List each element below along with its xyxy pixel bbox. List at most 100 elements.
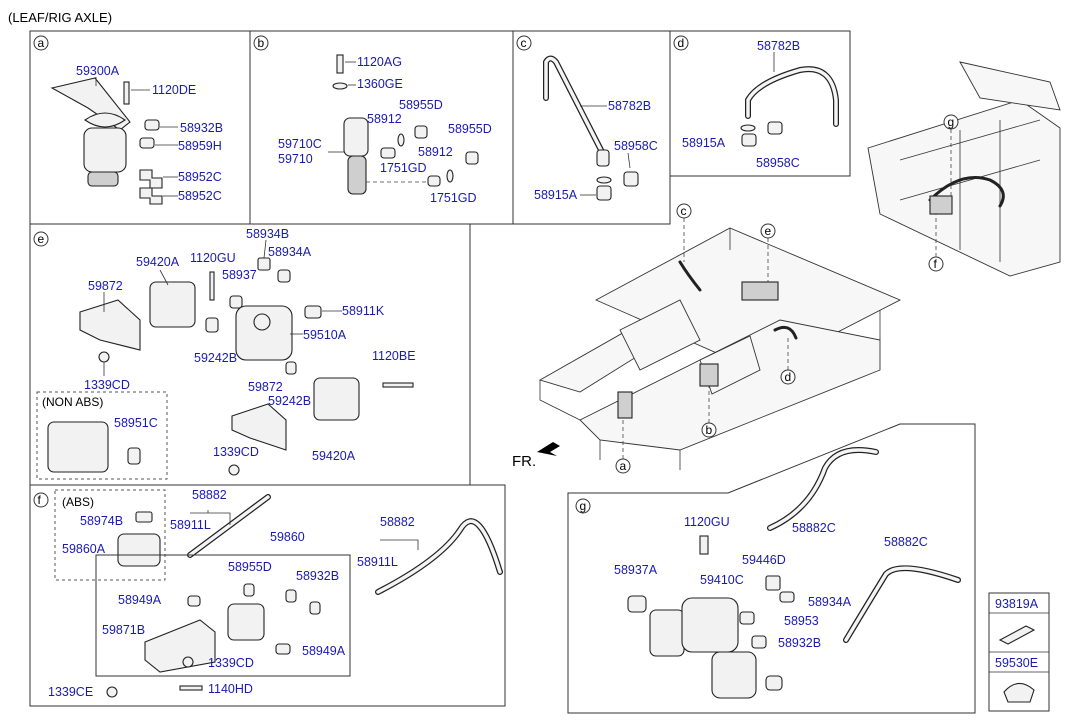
label-59446d: 59446D bbox=[742, 553, 786, 567]
callout-a-letter: a bbox=[620, 459, 627, 473]
label-59300a: 59300A bbox=[76, 64, 120, 78]
label-58932b-g: 58932B bbox=[778, 636, 821, 650]
elbow-58949a-1 bbox=[187, 595, 201, 607]
label-58958c-c: 58958C bbox=[614, 139, 658, 153]
elbow-58949a-2 bbox=[275, 643, 291, 655]
label-58911l-2: 58911L bbox=[357, 555, 398, 569]
bracket-59871b bbox=[144, 619, 216, 673]
bolt-1120be bbox=[382, 382, 414, 388]
label-58974b: 58974B bbox=[80, 514, 123, 528]
section-d-marker bbox=[673, 35, 689, 51]
fitting-58958c-d bbox=[767, 121, 783, 135]
valve-g-3 bbox=[711, 651, 757, 699]
section-c-letter: c bbox=[521, 36, 527, 50]
valve-top bbox=[84, 112, 126, 128]
fitting-58937a bbox=[627, 595, 647, 613]
chassis-rear-section bbox=[867, 99, 1061, 277]
fitting-58912-2 bbox=[427, 175, 441, 187]
label-59530e: 59530E bbox=[995, 656, 1038, 670]
section-b-marker bbox=[253, 35, 269, 51]
label-59242b-1: 59242B bbox=[194, 351, 237, 365]
label-59410c: 59410C bbox=[700, 573, 744, 587]
section-a-marker bbox=[33, 35, 49, 51]
label-58951c: 58951C bbox=[114, 416, 158, 430]
label-59872-1: 59872 bbox=[88, 279, 123, 293]
label-58949a-2: 58949A bbox=[302, 644, 346, 658]
label-58911k: 58911K bbox=[342, 304, 385, 318]
label-58932b-f: 58932B bbox=[296, 569, 339, 583]
valve-58951c bbox=[47, 421, 109, 473]
valve-59420a-1 bbox=[149, 281, 196, 328]
label-58949a-1: 58949A bbox=[118, 593, 162, 607]
callout-f-letter: f bbox=[934, 257, 938, 271]
hose-end-c bbox=[596, 149, 610, 167]
label-59871b: 59871B bbox=[102, 623, 145, 637]
valve-59710 bbox=[343, 117, 369, 157]
label-93819a: 93819A bbox=[995, 597, 1039, 611]
section-a: a 59300A 1120DE 58932B 58959H 58952C 589… bbox=[29, 30, 251, 225]
fitting-58934b bbox=[257, 257, 271, 271]
label-58882-1: 58882 bbox=[192, 488, 227, 502]
label-1120gu-e: 1120GU bbox=[190, 251, 236, 265]
bracket-59872-1 bbox=[79, 299, 141, 351]
section-e-letter: e bbox=[38, 232, 45, 246]
label-59510a: 59510A bbox=[303, 328, 347, 342]
bracket-59872-2 bbox=[231, 403, 287, 451]
non-abs-title: (NON ABS) bbox=[42, 395, 103, 409]
main-valve-a bbox=[617, 391, 633, 419]
valve-f bbox=[227, 603, 265, 641]
label-58959h: 58959H bbox=[178, 139, 222, 153]
bolt-1120ag bbox=[336, 54, 344, 74]
label-1339cd-1: 1339CD bbox=[84, 378, 130, 392]
washer-c bbox=[596, 176, 612, 184]
label-1751gd-1: 1751GD bbox=[380, 161, 427, 175]
callout-c-letter: c bbox=[681, 204, 687, 218]
section-g-frame bbox=[567, 423, 976, 714]
hose-58882c-2 bbox=[843, 565, 961, 643]
fitting-58937 bbox=[229, 295, 243, 309]
valve-body-59710c bbox=[347, 155, 367, 195]
section-e-marker bbox=[33, 231, 49, 247]
washer-d bbox=[740, 124, 756, 132]
section-a-letter: a bbox=[38, 36, 45, 50]
label-58958c-d: 58958C bbox=[756, 156, 800, 170]
section-c-marker bbox=[516, 35, 532, 51]
label-58934a: 58934A bbox=[268, 245, 312, 259]
section-d: d 58782B 58915A 58958C bbox=[669, 30, 851, 177]
harness-g bbox=[928, 176, 1005, 208]
section-b: b 1120AG 1360GE 58955D 58912 59710C 5971… bbox=[249, 30, 514, 225]
valve-59530e bbox=[1003, 682, 1035, 703]
fitting-58955d-2 bbox=[465, 151, 479, 165]
main-valve-b bbox=[699, 363, 719, 387]
chassis-crossmember bbox=[959, 61, 1061, 111]
label-1140hd: 1140HD bbox=[208, 682, 253, 696]
label-58955d-1: 58955D bbox=[399, 98, 443, 112]
callout-g-letter: g bbox=[948, 115, 955, 129]
valve-59510a bbox=[235, 305, 293, 361]
label-58937: 58937 bbox=[222, 268, 257, 282]
section-f-letter: f bbox=[38, 493, 42, 507]
label-59420a-2: 59420A bbox=[312, 449, 356, 463]
valve-59420a-2 bbox=[313, 377, 360, 421]
abs-box bbox=[54, 489, 166, 581]
bolt-1120de bbox=[123, 81, 130, 105]
section-g: g 1120GU 58882C 58882C 59446D 58937A 594… bbox=[567, 423, 976, 714]
label-1751gd-2: 1751GD bbox=[430, 191, 477, 205]
label-1120gu-g: 1120GU bbox=[684, 515, 730, 529]
main-chassis-view: c e d a b FR. bbox=[512, 203, 902, 474]
label-59860a: 59860A bbox=[62, 542, 106, 556]
hose-58882c-1 bbox=[767, 447, 879, 531]
fitting-58911k bbox=[304, 305, 322, 319]
section-e: e 58934B 58934A 59420A 1120GU 58937 5987… bbox=[29, 223, 471, 486]
label-58782b-d: 58782B bbox=[757, 39, 800, 53]
label-59420a-1: 59420A bbox=[136, 255, 180, 269]
valve-bottom bbox=[87, 171, 119, 187]
side-parts-box: 93819A 59530E bbox=[988, 592, 1050, 712]
fitting-58955d-f bbox=[243, 583, 255, 597]
label-58915a-d: 58915A bbox=[682, 136, 726, 150]
label-58911l-1: 58911L bbox=[170, 518, 211, 532]
diagram-title: (LEAF/RIG AXLE) bbox=[8, 10, 112, 25]
label-58952c-2: 58952C bbox=[178, 189, 222, 203]
main-valve-e bbox=[741, 281, 779, 301]
section-f: f (ABS) 58974B 59860A 58882 58911L 59860… bbox=[29, 484, 506, 707]
